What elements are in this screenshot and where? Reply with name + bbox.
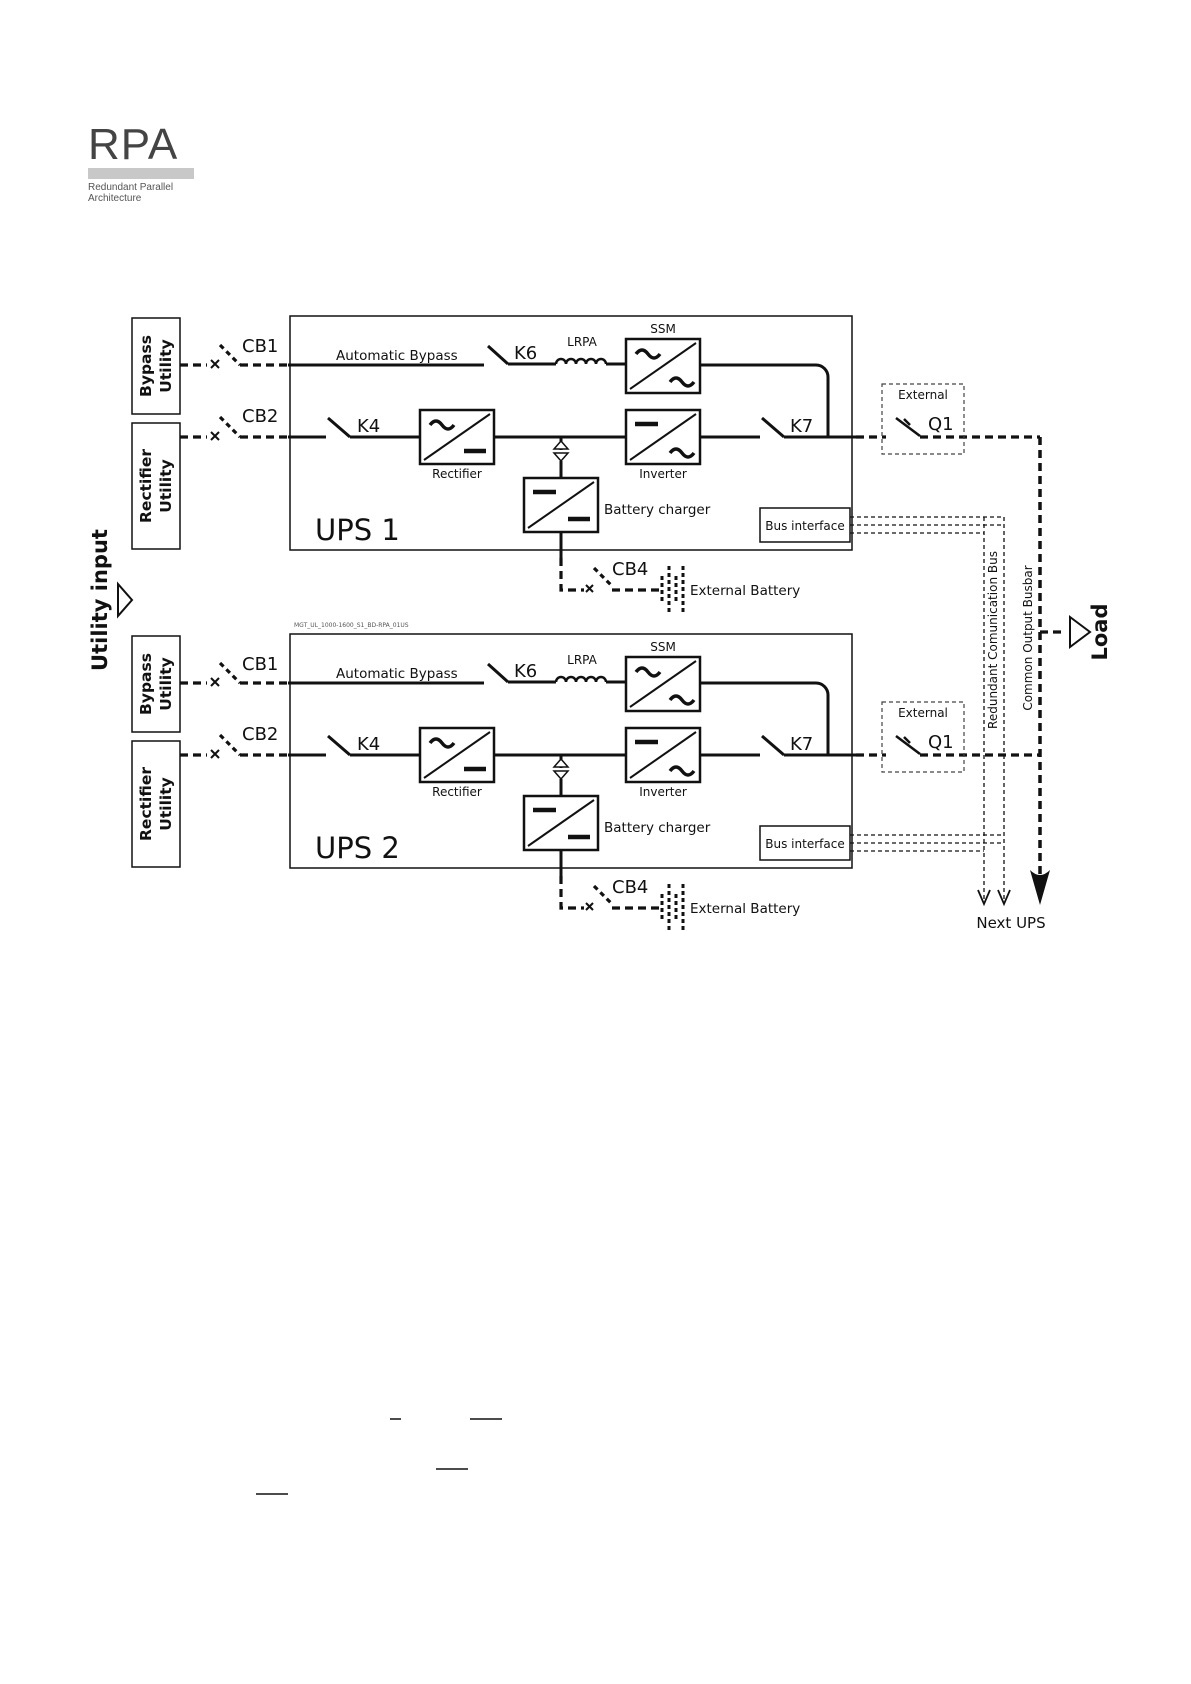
q1-switch [895, 417, 921, 437]
inverter-label: Inverter [639, 785, 687, 799]
next-ups-arrows [977, 889, 1011, 907]
external-label: External [898, 388, 948, 402]
k6-label: K6 [514, 343, 537, 364]
bypass-utility-label-2: Utility [157, 657, 175, 710]
battery-charger-converter [524, 478, 598, 532]
cb4-label: CB4 [612, 559, 648, 580]
rectifier-utility-label-2: Utility [157, 777, 175, 830]
bypass-utility-box [131, 635, 181, 733]
rectifier-utility-box [131, 422, 181, 550]
cb1-label: CB1 [242, 336, 278, 357]
external-battery-label: External Battery [690, 583, 800, 599]
utility-input-label: Utility input [88, 529, 112, 671]
external-label: External [898, 706, 948, 720]
cb1-label: CB1 [242, 654, 278, 675]
rectifier-converter [420, 410, 494, 464]
bus-interface-box [759, 507, 851, 543]
lrpa-label: LRPA [567, 653, 597, 667]
cb4-label: CB4 [612, 877, 648, 898]
k4-switch [327, 734, 351, 757]
k4-label: K4 [357, 416, 380, 437]
rectifier-utility-box [131, 740, 181, 868]
logo-bar [88, 168, 194, 179]
bypass-utility-label: Bypass [137, 335, 155, 397]
ups-unit-2: Bypass Utility Rectifier Utility CB1 Aut… [131, 633, 1040, 930]
external-battery-label: External Battery [690, 901, 800, 917]
drawing-code: MGT_UL_1000-1600_S1_BD-RPA_01US [294, 622, 409, 629]
rectifier-utility-label: Rectifier [137, 449, 155, 523]
ssm-label: SSM [650, 640, 676, 654]
k4-label: K4 [357, 734, 380, 755]
q1-switch [895, 735, 921, 755]
bypass-utility-label: Bypass [137, 653, 155, 715]
dc-link-diode [552, 757, 570, 781]
automatic-bypass-label: Automatic Bypass [336, 666, 458, 682]
ups-name: UPS 2 [315, 831, 400, 865]
battery-charger-label: Battery charger [604, 502, 711, 518]
q1-label: Q1 [928, 414, 954, 435]
cb2-label: CB2 [242, 724, 278, 745]
lrpa-inductor [554, 675, 608, 683]
ssm-converter [624, 337, 702, 395]
battery-symbol [660, 566, 685, 612]
bypass-utility-label-2: Utility [157, 339, 175, 392]
rectifier-utility-label-2: Utility [157, 459, 175, 512]
external-q1-box [881, 383, 965, 455]
k6-label: K6 [514, 661, 537, 682]
k6-switch [486, 662, 510, 684]
utility-input-arrow [117, 581, 134, 619]
k4-switch [327, 416, 351, 439]
bus-interface-label: Bus interface [765, 519, 844, 533]
communication-bus-lines [983, 517, 1005, 900]
next-ups-label: Next UPS [976, 914, 1045, 932]
automatic-bypass-label: Automatic Bypass [336, 348, 458, 364]
busbar-arrow [1030, 870, 1050, 905]
battery-symbol [660, 884, 685, 930]
rectifier-converter [420, 728, 494, 782]
k7-label: K7 [790, 416, 813, 437]
rectifier-label: Rectifier [432, 467, 482, 481]
inverter-label: Inverter [639, 467, 687, 481]
q1-label: Q1 [928, 732, 954, 753]
rpa-logo: RPA Redundant Parallel Architecture [88, 120, 198, 204]
ssm-converter [624, 655, 702, 713]
ssm-label: SSM [650, 322, 676, 336]
load-arrow [1069, 615, 1092, 649]
lrpa-label: LRPA [567, 335, 597, 349]
dc-link-diode [552, 439, 570, 463]
stray-underline-marks [256, 1418, 502, 1495]
logo-wordmark: RPA [88, 120, 179, 169]
logo-subtitle: Redundant Parallel Architecture [88, 182, 174, 204]
k7-switch [761, 734, 785, 757]
k7-switch [761, 416, 785, 439]
k7-label: K7 [790, 734, 813, 755]
bypass-utility-box [131, 317, 181, 415]
battery-charger-converter [524, 796, 598, 850]
lrpa-inductor [554, 357, 608, 365]
rectifier-utility-label: Rectifier [137, 767, 155, 841]
load-label: Load [1088, 603, 1112, 660]
common-busbar-label: Common Output Busbar [1021, 565, 1035, 710]
ups-name: UPS 1 [315, 513, 400, 547]
external-q1-box [881, 701, 965, 773]
bus-interface-label: Bus interface [765, 837, 844, 851]
k6-switch [486, 344, 510, 366]
battery-charger-label: Battery charger [604, 820, 711, 836]
inverter-converter [626, 410, 700, 464]
cb2-label: CB2 [242, 406, 278, 427]
rectifier-label: Rectifier [432, 785, 482, 799]
bus-interface-box [759, 825, 851, 861]
ups-unit-1: Bypass Utility Rectifier Utility CB1 Aut… [131, 315, 1040, 612]
inverter-converter [626, 728, 700, 782]
redundant-bus-label: Redundant Comunication Bus [986, 551, 1000, 729]
